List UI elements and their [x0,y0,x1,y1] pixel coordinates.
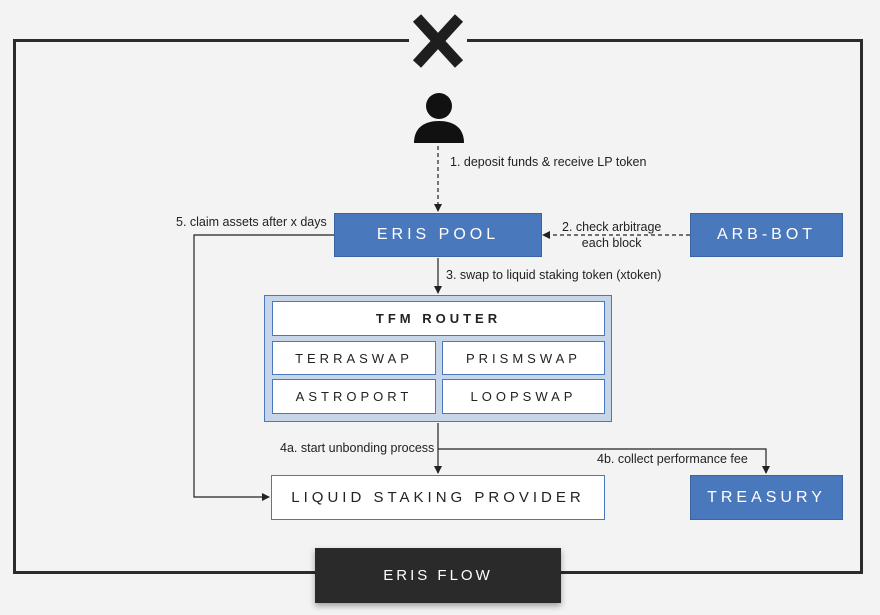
tfm-router-label: TFM ROUTER [375,311,502,326]
tfm-router-node[interactable]: TFM ROUTER [272,301,605,336]
arb-bot-label: ARB-BOT [716,226,817,243]
edge-claim [193,234,334,501]
footer-title-box: ERIS FLOW [315,548,561,603]
terraswap-label: TERRASWAP [295,350,413,366]
astroport-node[interactable]: ASTROPORT [272,379,436,414]
step4b-label: 4b. collect performance fee [597,452,748,466]
eris-pool-label: ERIS POOL [376,226,500,243]
prismswap-label: PRISMSWAP [466,350,581,366]
treasury-node[interactable]: TREASURY [690,475,843,520]
arb-bot-node[interactable]: ARB-BOT [690,213,843,257]
loopswap-node[interactable]: LOOPSWAP [442,379,605,414]
close-icon[interactable] [409,12,467,70]
loopswap-label: LOOPSWAP [470,389,577,404]
user-icon [414,93,464,143]
step2-label-line1: 2. check arbitrage [562,220,662,234]
prismswap-node[interactable]: PRISMSWAP [442,341,605,375]
step2-label-line2: each block [581,236,642,250]
step2-label: 2. check arbitrage each block [562,219,661,251]
liquid-staking-provider-label: LIQUID STAKING PROVIDER [291,489,585,506]
step4a-label: 4a. start unbonding process [280,441,435,455]
astroport-label: ASTROPORT [295,389,413,404]
step1-label: 1. deposit funds & receive LP token [450,155,647,169]
step3-label: 3. swap to liquid staking token (xtoken) [446,268,662,282]
liquid-staking-provider-node[interactable]: LIQUID STAKING PROVIDER [271,475,605,520]
eris-pool-node[interactable]: ERIS POOL [334,213,542,257]
terraswap-node[interactable]: TERRASWAP [272,341,436,375]
step5-label: 5. claim assets after x days [176,215,327,229]
edge-fee [438,448,770,474]
footer-title: ERIS FLOW [383,567,493,584]
treasury-label: TREASURY [707,488,826,506]
